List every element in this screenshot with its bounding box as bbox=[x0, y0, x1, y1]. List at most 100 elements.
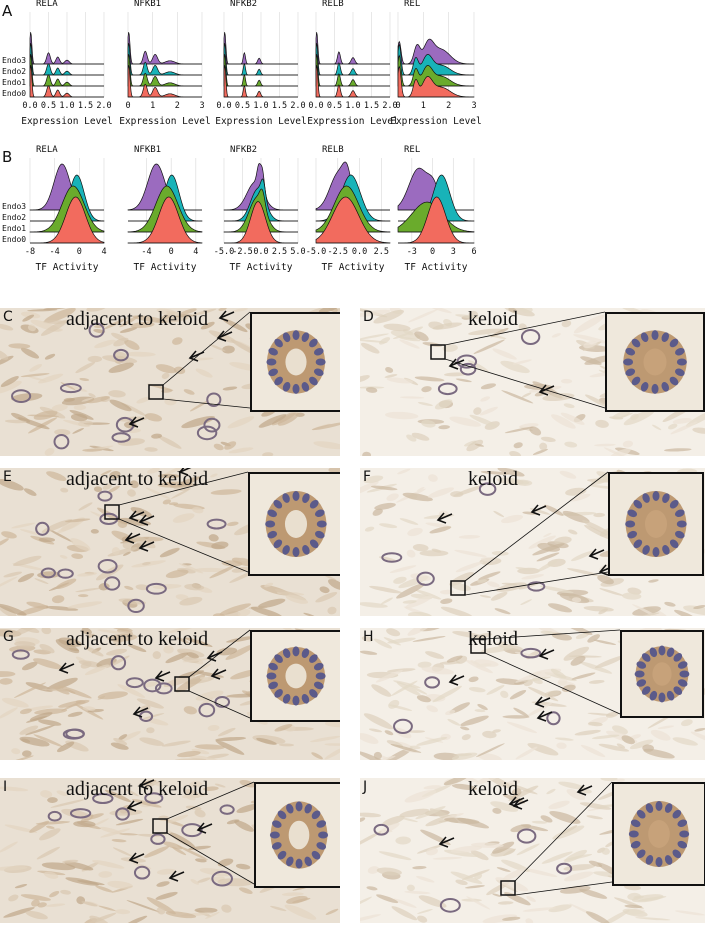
tissue-fiber bbox=[25, 716, 47, 723]
tissue-fiber bbox=[569, 493, 591, 502]
tissue-fiber bbox=[360, 333, 389, 340]
a-row-label-endo1: Endo1 bbox=[2, 78, 26, 87]
a-nfkb1-title: NFKB1 bbox=[134, 0, 161, 9]
nucleus bbox=[282, 693, 291, 704]
tissue-fiber bbox=[583, 340, 597, 349]
b-row-label-endo0: Endo0 bbox=[2, 235, 26, 244]
tissue-fiber bbox=[552, 825, 585, 840]
tissue-fiber bbox=[132, 315, 168, 323]
arrow-icon bbox=[58, 662, 75, 674]
a-rel-tick-label-3: 3 bbox=[471, 101, 476, 111]
tissue-fiber bbox=[33, 734, 63, 747]
tissue-fiber bbox=[571, 672, 596, 680]
arrow-icon bbox=[512, 798, 529, 810]
tissue-fiber bbox=[442, 344, 458, 352]
tissue-fiber bbox=[19, 725, 39, 735]
tissue-fiber bbox=[238, 557, 249, 562]
tissue-fiber bbox=[500, 690, 509, 699]
tissue-fiber bbox=[175, 674, 206, 693]
arrow-icon bbox=[438, 836, 455, 848]
gland bbox=[527, 581, 546, 592]
b-relb-tick-label-2: 0.0 bbox=[352, 247, 367, 257]
a-nfkb1-tick-label-0: 0 bbox=[125, 101, 130, 111]
tissue-fiber bbox=[191, 748, 210, 755]
vessel-lumen bbox=[288, 820, 310, 850]
tissue-fiber bbox=[184, 637, 213, 647]
b-relb-ridge-endo0 bbox=[315, 196, 391, 244]
b-nfkb2-tick-label-0: -5.0 bbox=[214, 247, 234, 257]
tissue-fiber bbox=[615, 778, 625, 782]
tissue-fiber bbox=[537, 560, 558, 572]
nucleus bbox=[642, 493, 650, 503]
tissue-fiber bbox=[200, 321, 215, 330]
nucleus bbox=[277, 850, 287, 860]
tissue-fiber bbox=[183, 389, 195, 395]
arrow-icon bbox=[154, 670, 171, 682]
tissue-fiber bbox=[182, 657, 216, 663]
tissue-fiber bbox=[0, 576, 18, 592]
gland bbox=[154, 682, 173, 695]
nucleus bbox=[636, 809, 646, 819]
nucleus bbox=[282, 381, 291, 392]
tissue-fiber bbox=[408, 685, 428, 695]
tissue-fiber bbox=[513, 707, 529, 717]
tissue-fiber bbox=[199, 868, 232, 877]
tissue-fiber bbox=[375, 670, 403, 683]
tissue-fiber bbox=[508, 308, 517, 313]
b-rel-title: REL bbox=[404, 145, 420, 155]
tissue-fiber bbox=[373, 638, 393, 649]
tissue-fiber bbox=[38, 373, 64, 384]
tissue-fiber bbox=[159, 547, 180, 558]
tissue-fiber bbox=[59, 554, 68, 559]
tissue-fiber bbox=[22, 314, 35, 322]
tissue-fiber bbox=[588, 721, 603, 727]
b-rela-xlabel: TF Activity bbox=[36, 262, 99, 273]
tissue-fiber bbox=[623, 409, 655, 426]
nucleus bbox=[655, 801, 663, 811]
tissue-fiber bbox=[451, 783, 478, 791]
a-nfkb1-ridge-endo1 bbox=[127, 54, 202, 87]
tissue-fiber bbox=[93, 329, 106, 334]
a-relb-tick-label-2: 1.0 bbox=[345, 101, 360, 111]
nucleus bbox=[664, 855, 673, 865]
tissue-fiber bbox=[175, 594, 189, 601]
tissue-fiber bbox=[582, 519, 615, 538]
tissue-fiber bbox=[184, 583, 205, 591]
nucleus bbox=[676, 520, 687, 528]
zoom-line bbox=[166, 832, 255, 885]
nucleus bbox=[274, 376, 283, 386]
tissue-fiber bbox=[616, 743, 626, 749]
gland bbox=[145, 582, 167, 595]
a-nfkb1-xlabel: Expression Level bbox=[119, 116, 211, 127]
tissue-fiber bbox=[75, 361, 96, 374]
tissue-fiber bbox=[210, 473, 218, 478]
tissue-fiber bbox=[414, 331, 429, 342]
zoom-line bbox=[444, 358, 606, 409]
arrow-icon bbox=[534, 696, 551, 708]
tissue-fiber bbox=[14, 884, 28, 889]
arrow-icon bbox=[448, 674, 465, 686]
tissue-fiber bbox=[186, 652, 199, 659]
nucleus bbox=[282, 332, 291, 343]
tissue-fiber bbox=[46, 471, 67, 481]
tissue-fiber bbox=[38, 537, 56, 543]
tissue-fiber bbox=[378, 556, 397, 562]
tissue-fiber bbox=[548, 800, 570, 810]
tissue-fiber bbox=[408, 309, 439, 323]
nucleus bbox=[316, 820, 327, 828]
gland bbox=[416, 571, 435, 586]
tissue-fiber bbox=[561, 320, 572, 328]
gland bbox=[198, 702, 216, 718]
tissue-fiber bbox=[455, 561, 484, 573]
tissue-fiber bbox=[45, 605, 79, 611]
tissue-fiber bbox=[0, 479, 24, 491]
nucleus bbox=[675, 347, 685, 356]
tissue-fiber bbox=[366, 886, 378, 891]
tissue-fiber bbox=[262, 452, 274, 456]
gland bbox=[110, 655, 127, 671]
tissue-fiber bbox=[284, 904, 317, 920]
tissue-fiber bbox=[412, 635, 446, 642]
tissue-fiber bbox=[672, 418, 692, 424]
nucleus bbox=[273, 499, 283, 509]
tissue-fiber bbox=[77, 572, 97, 577]
